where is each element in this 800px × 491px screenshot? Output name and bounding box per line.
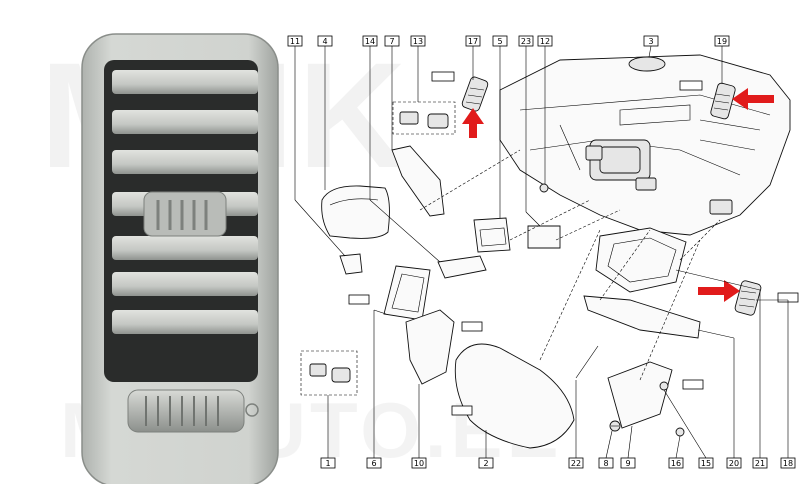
highlight-arrow-right-icon xyxy=(698,280,740,302)
svg-text:11: 11 xyxy=(290,37,300,46)
vent-thumbwheel xyxy=(127,389,245,433)
callout-12: 12 xyxy=(537,35,553,47)
callout-4: 4 xyxy=(317,35,333,47)
svg-text:18: 18 xyxy=(783,459,793,468)
svg-text:6: 6 xyxy=(371,459,376,468)
callout-8: 8 xyxy=(598,457,614,469)
highlight-arrow-up-icon xyxy=(462,108,484,138)
callout-9: 9 xyxy=(620,457,636,469)
part-17-vent xyxy=(461,76,489,112)
leader-lines-bottom xyxy=(327,269,789,459)
part-3-grille xyxy=(628,56,666,72)
part-9-side-trim xyxy=(607,361,673,429)
part-15-clip xyxy=(659,381,669,391)
assembly-dashed-lines xyxy=(419,149,721,381)
vent-symbol-icon xyxy=(245,403,259,417)
part-18-vent xyxy=(734,280,762,316)
svg-text:21: 21 xyxy=(755,459,765,468)
callout-7: 7 xyxy=(384,35,400,47)
callout-21: 21 xyxy=(752,457,768,469)
svg-text:3: 3 xyxy=(648,37,653,46)
part-12-clip xyxy=(539,183,549,193)
svg-text:23: 23 xyxy=(521,37,531,46)
callout-15: 15 xyxy=(698,457,714,469)
part-13-switch-box xyxy=(392,101,456,135)
svg-text:9: 9 xyxy=(625,459,630,468)
callout-20: 20 xyxy=(726,457,742,469)
callouts-bottom: 1 6 10 2 22 8 9 16 15 20 21 18 xyxy=(320,457,796,469)
callout-19: 19 xyxy=(714,35,730,47)
callouts-top: 11 4 14 7 13 17 5 23 12 3 19 xyxy=(287,35,730,47)
svg-text:15: 15 xyxy=(701,459,711,468)
svg-text:12: 12 xyxy=(540,37,550,46)
part-1-switch-box xyxy=(300,350,358,396)
vent-adjust-tab xyxy=(143,191,227,237)
leader-lines-top xyxy=(294,45,723,263)
svg-text:10: 10 xyxy=(414,459,424,468)
svg-text:1: 1 xyxy=(325,459,330,468)
highlight-arrow-left-icon xyxy=(732,88,774,110)
svg-text:16: 16 xyxy=(671,459,681,468)
air-vent-photo xyxy=(81,33,279,484)
part-11-trim xyxy=(339,253,363,275)
callout-22: 22 xyxy=(568,457,584,469)
exploded-parts-diagram: 11 4 14 7 13 17 5 23 12 3 19 1 6 10 2 22… xyxy=(287,35,799,469)
part-2-lower-cover xyxy=(454,343,575,449)
svg-text:7: 7 xyxy=(389,37,394,46)
svg-text:19: 19 xyxy=(717,37,727,46)
reference-tags xyxy=(348,71,799,416)
part-14-trim-panel xyxy=(437,255,487,279)
svg-text:5: 5 xyxy=(497,37,502,46)
part-4-cluster-hood xyxy=(321,185,390,239)
svg-text:17: 17 xyxy=(468,37,478,46)
svg-text:22: 22 xyxy=(571,459,581,468)
svg-text:2: 2 xyxy=(483,459,488,468)
part-16-clip xyxy=(675,427,685,437)
callout-17: 17 xyxy=(465,35,481,47)
svg-text:8: 8 xyxy=(603,459,608,468)
part-6-bezel xyxy=(383,265,431,321)
svg-text:20: 20 xyxy=(729,459,739,468)
callout-11: 11 xyxy=(287,35,303,47)
part-7-side-panel xyxy=(391,145,445,217)
svg-text:4: 4 xyxy=(322,37,327,46)
callout-13: 13 xyxy=(410,35,426,47)
callout-5: 5 xyxy=(492,35,508,47)
part-10-bracket xyxy=(405,309,455,385)
part-23-pocket xyxy=(527,225,561,249)
callout-18: 18 xyxy=(780,457,796,469)
dashboard-assembly xyxy=(499,54,791,236)
callout-16: 16 xyxy=(668,457,684,469)
callout-23: 23 xyxy=(518,35,534,47)
part-8-screw xyxy=(609,420,621,432)
callout-1: 1 xyxy=(320,457,336,469)
part-19-vent xyxy=(710,82,736,120)
callout-2: 2 xyxy=(478,457,494,469)
svg-text:13: 13 xyxy=(413,37,423,46)
callout-14: 14 xyxy=(362,35,378,47)
callout-6: 6 xyxy=(366,457,382,469)
svg-text:14: 14 xyxy=(365,37,375,46)
callout-10: 10 xyxy=(411,457,427,469)
part-5-storage-tray xyxy=(473,217,511,253)
part-22-rod xyxy=(575,345,599,379)
callout-3: 3 xyxy=(643,35,659,47)
part-20-glovebox-lid xyxy=(583,295,701,339)
